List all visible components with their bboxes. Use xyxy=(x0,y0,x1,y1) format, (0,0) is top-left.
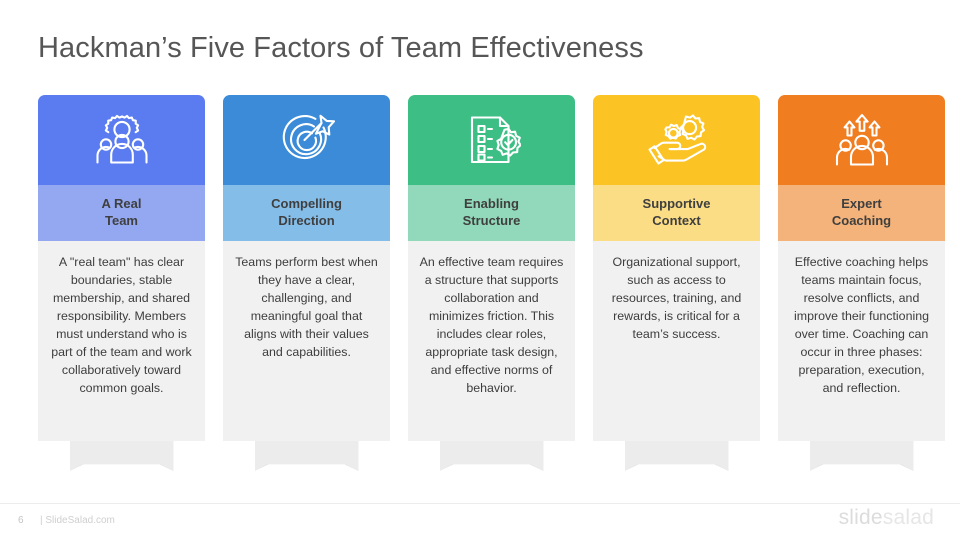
target-arrow-icon xyxy=(278,112,336,168)
card-body-text: Organizational support, such as access t… xyxy=(611,255,742,341)
logo-part-salad: salad xyxy=(882,506,934,529)
card-label-line1: Supportive xyxy=(642,196,711,212)
card-body-text: An effective team requires a structure t… xyxy=(419,255,564,395)
card-header xyxy=(38,95,205,185)
footer-site-label: | SlideSalad.com xyxy=(40,515,115,526)
card-label: Supportive Context xyxy=(593,185,760,241)
card-body: An effective team requires a structure t… xyxy=(408,241,575,441)
factor-card-compelling-direction[interactable]: Compelling Direction Teams perform best … xyxy=(223,95,390,481)
card-label-line2: Team xyxy=(104,213,138,228)
card-label-text: Expert Coaching xyxy=(832,196,891,230)
card-label-line1: Enabling xyxy=(464,196,519,212)
ribbon-tab xyxy=(69,441,174,471)
factor-card-enabling-structure[interactable]: Enabling Structure An effective team req… xyxy=(408,95,575,481)
card-label-text: Supportive Context xyxy=(643,196,711,230)
ribbon-tab xyxy=(254,441,359,471)
card-label-line2: Structure xyxy=(462,213,521,228)
card-header xyxy=(778,95,945,185)
page-title: Hackman’s Five Factors of Team Effective… xyxy=(38,32,644,64)
card-ribbon xyxy=(38,441,205,481)
card-label-text: Compelling Direction xyxy=(271,196,342,230)
card-body-text: Effective coaching helps teams maintain … xyxy=(794,255,929,395)
card-label-text: A Real Team xyxy=(102,196,142,230)
checklist-gear-icon xyxy=(463,112,521,168)
card-body: Effective coaching helps teams maintain … xyxy=(778,241,945,441)
card-body-text: Teams perform best when they have a clea… xyxy=(235,255,378,359)
footer-divider xyxy=(0,503,960,504)
slidesalad-logo: slidesalad xyxy=(839,506,934,530)
ribbon-tab xyxy=(624,441,729,471)
page-number: 6 xyxy=(18,515,24,526)
factor-card-expert-coaching[interactable]: Expert Coaching Effective coaching helps… xyxy=(778,95,945,481)
card-label-line2: Coaching xyxy=(831,213,892,228)
card-header xyxy=(593,95,760,185)
logo-part-slide: slide xyxy=(838,506,883,529)
card-header xyxy=(408,95,575,185)
card-label-line1: Compelling xyxy=(271,196,342,212)
card-ribbon xyxy=(408,441,575,481)
people-gear-icon xyxy=(92,112,152,168)
card-ribbon xyxy=(593,441,760,481)
card-header xyxy=(223,95,390,185)
card-label-line1: Expert xyxy=(841,196,882,212)
factor-cards-row: A Real Team A "real team" has clear boun… xyxy=(38,95,945,481)
card-label: Expert Coaching xyxy=(778,185,945,241)
card-label-text: Enabling Structure xyxy=(463,196,521,230)
factor-card-supportive-context[interactable]: Supportive Context Organizational suppor… xyxy=(593,95,760,481)
card-body-text: A "real team" has clear boundaries, stab… xyxy=(51,255,192,395)
card-label-line2: Direction xyxy=(278,213,335,228)
card-label: Compelling Direction xyxy=(223,185,390,241)
people-arrows-up-icon xyxy=(832,112,892,168)
card-ribbon xyxy=(778,441,945,481)
card-label: A Real Team xyxy=(38,185,205,241)
ribbon-tab xyxy=(809,441,914,471)
card-ribbon xyxy=(223,441,390,481)
card-body: Teams perform best when they have a clea… xyxy=(223,241,390,441)
ribbon-tab xyxy=(439,441,544,471)
card-body: Organizational support, such as access t… xyxy=(593,241,760,441)
card-label-line1: A Real xyxy=(101,196,142,212)
factor-card-a-real-team[interactable]: A Real Team A "real team" has clear boun… xyxy=(38,95,205,481)
hand-gears-icon xyxy=(646,113,708,167)
card-label-line2: Context xyxy=(652,213,701,228)
card-body: A "real team" has clear boundaries, stab… xyxy=(38,241,205,441)
card-label: Enabling Structure xyxy=(408,185,575,241)
